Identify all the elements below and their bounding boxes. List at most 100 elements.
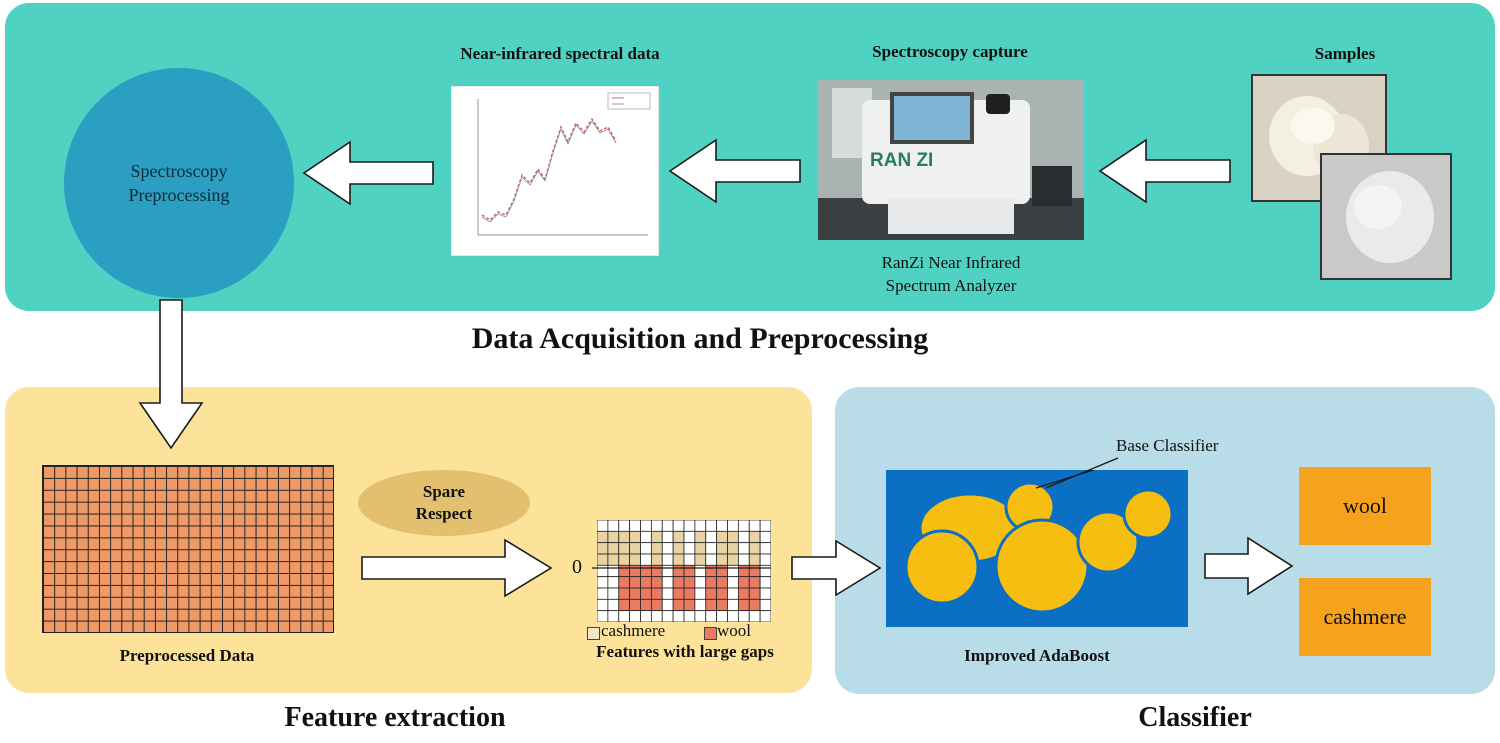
feature-grid-cell	[694, 542, 707, 555]
spectral-data-title: Near-infrared spectral data	[460, 44, 660, 63]
feature-grid-cell	[650, 564, 663, 578]
feature-grid-cell	[705, 520, 718, 532]
feature-grid-cell	[727, 564, 739, 578]
output-wool-box: wool	[1299, 467, 1431, 545]
feature-grid-cell	[597, 542, 609, 555]
spare-respect-label: Spare Respect	[415, 481, 473, 523]
feature-grid-cell	[597, 553, 609, 566]
feature-gap-grid-graphic	[597, 520, 771, 622]
zero-baseline-label: 0	[572, 556, 582, 578]
legend-wool-label: wool	[717, 621, 751, 640]
data-acquisition-title: Data Acquisition and Preprocessing	[471, 322, 929, 355]
feature-grid-cell	[650, 587, 663, 600]
feature-extraction-title: Feature extraction	[284, 702, 506, 733]
feature-grid-cell	[650, 553, 663, 566]
feature-grid-cell	[737, 587, 750, 600]
feature-grid-cell	[607, 542, 620, 555]
feature-grid-cell	[694, 610, 707, 622]
feature-grid-cell	[640, 576, 652, 589]
feature-grid-cell	[759, 598, 771, 612]
feature-grid-cell	[694, 520, 707, 532]
feature-grid-cell	[759, 530, 771, 544]
feature-grid-cell	[737, 564, 750, 578]
feature-grid-cell	[629, 598, 641, 612]
feature-grid-cell	[597, 598, 609, 612]
feature-grid-cell	[650, 520, 663, 532]
feature-grid-cell	[640, 553, 652, 566]
spectroscopy-preprocessing-label: Spectroscopy Preprocessing	[128, 160, 230, 205]
legend-cashmere-label: cashmere	[601, 621, 666, 640]
feature-grid-cell	[607, 520, 620, 532]
cashmere-sample-photo	[1320, 153, 1452, 280]
feature-grid-cell	[618, 530, 631, 544]
feature-grid-cell	[759, 542, 771, 555]
feature-grid-cell	[683, 520, 696, 532]
feature-grid-cell	[597, 520, 609, 532]
feature-grid-cell	[748, 576, 761, 589]
feature-grid-cell	[748, 564, 761, 578]
feature-grid-cell	[629, 553, 641, 566]
feature-grid-cell	[716, 530, 728, 544]
feature-grid-cell	[716, 520, 728, 532]
feature-grid-cell	[737, 553, 750, 566]
spectral-chart-thumbnail	[451, 86, 659, 256]
feature-grid-cell	[618, 587, 631, 600]
feature-grid-cell	[727, 553, 739, 566]
feature-grid-cell	[629, 542, 641, 555]
feature-grid-cell	[759, 576, 771, 589]
feature-grid-cell	[640, 598, 652, 612]
feature-grid-cell	[672, 530, 685, 544]
feature-grid-cell	[661, 542, 674, 555]
feature-grid-cell	[640, 520, 652, 532]
feature-grid-cell	[661, 564, 674, 578]
spare-respect-method: Spare Respect	[358, 470, 530, 536]
feature-grid-cell	[672, 542, 685, 555]
feature-grid-cell	[705, 587, 718, 600]
feature-grid-cell	[683, 530, 696, 544]
feature-grid-cell	[661, 553, 674, 566]
legend-cashmere-swatch	[587, 627, 600, 640]
feature-grid-cell	[705, 564, 718, 578]
spectral-curve-graphic	[477, 92, 651, 236]
feature-grid-cell	[607, 553, 620, 566]
feature-grid-cell	[748, 587, 761, 600]
spectroscopy-capture-title: Spectroscopy capture	[872, 42, 1028, 61]
feature-grid-cell	[716, 576, 728, 589]
feature-grid-cell	[694, 598, 707, 612]
feature-grid-cell	[618, 553, 631, 566]
feature-grid-cell	[683, 553, 696, 566]
feature-grid-cell	[607, 587, 620, 600]
output-wool-label: wool	[1343, 493, 1387, 518]
feature-grid-cell	[694, 564, 707, 578]
feature-grid-cell	[705, 530, 718, 544]
base-classifier-label: Base Classifier	[1116, 436, 1219, 455]
feature-grid-cell	[727, 576, 739, 589]
feature-grid-cell	[672, 598, 685, 612]
feature-grid-cell	[650, 576, 663, 589]
base-classifier-ensemble	[904, 470, 1174, 614]
feature-grid-cell	[683, 576, 696, 589]
feature-grid-cell	[705, 542, 718, 555]
legend-wool-swatch	[704, 627, 717, 640]
feature-grid-cell	[737, 598, 750, 612]
feature-grid-cell	[618, 564, 631, 578]
samples-title: Samples	[1314, 44, 1376, 63]
output-cashmere-label: cashmere	[1323, 604, 1407, 629]
feature-grid-cell	[716, 542, 728, 555]
feature-grid-cell	[607, 530, 620, 544]
output-cashmere-box: cashmere	[1299, 578, 1431, 656]
feature-grid-cell	[650, 542, 663, 555]
feature-grid-cell	[683, 542, 696, 555]
spectroscopy-preprocessing-node: Spectroscopy Preprocessing	[64, 68, 294, 298]
feature-grid-cell	[661, 520, 674, 532]
feature-grid-cell	[759, 587, 771, 600]
feature-grid-cell	[640, 542, 652, 555]
improved-adaboost-caption: Improved AdaBoost	[964, 646, 1110, 665]
feature-grid-cell	[650, 598, 663, 612]
feature-grid-cell	[759, 564, 771, 578]
classifier-title: Classifier	[1138, 702, 1252, 733]
feature-grid-cell	[618, 542, 631, 555]
feature-grid-cell	[737, 530, 750, 544]
feature-grid-cell	[683, 587, 696, 600]
feature-grid-cell	[672, 576, 685, 589]
